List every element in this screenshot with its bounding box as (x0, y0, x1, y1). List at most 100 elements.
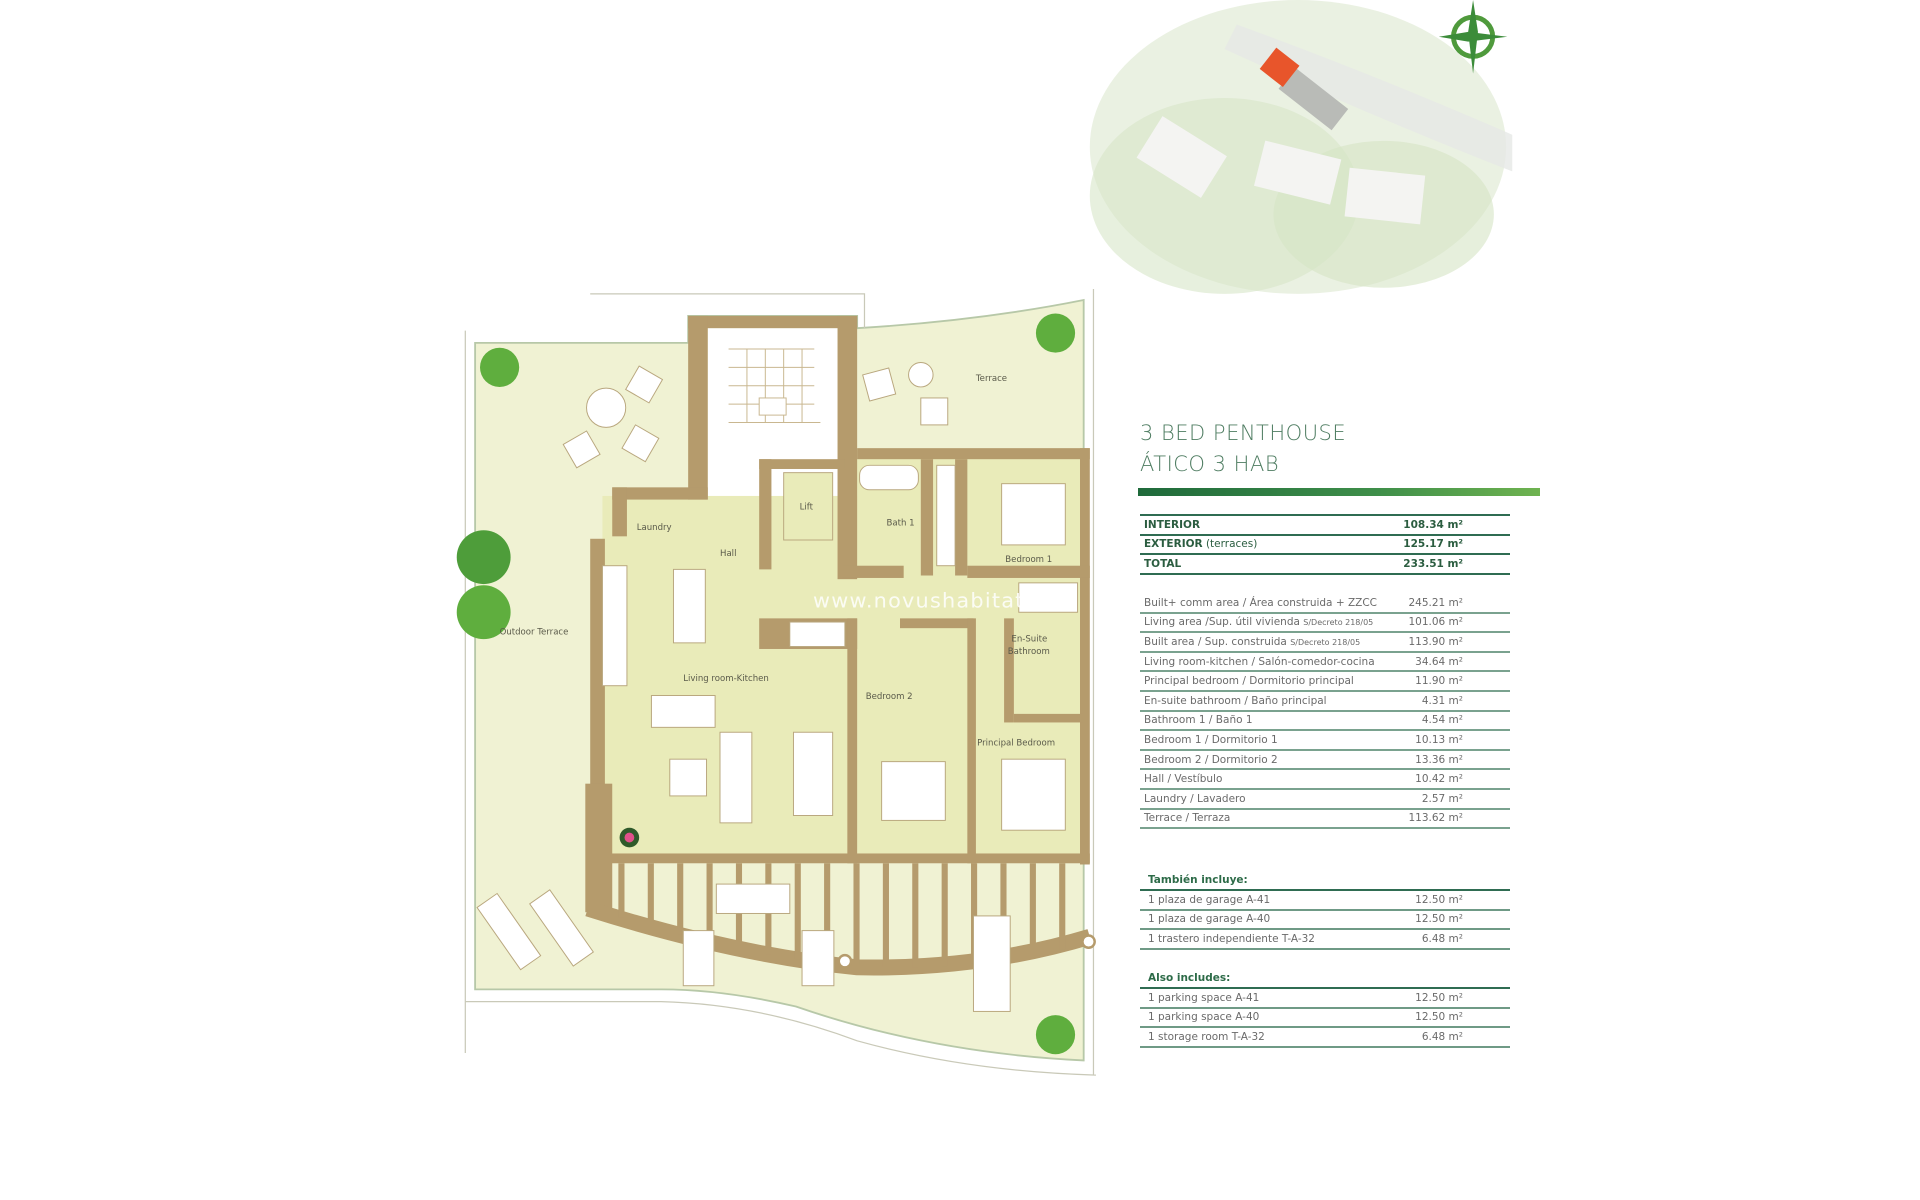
detail-row: Living area /Sup. útil vivienda S/Decret… (1140, 614, 1510, 634)
row-value: 2.57 m² (1421, 792, 1463, 805)
shower (1018, 582, 1079, 613)
pergola-beam (585, 900, 1093, 976)
detail-row: Principal bedroom / Dormitorio principal… (1140, 672, 1510, 692)
room-label: Laundry (637, 523, 672, 533)
row-label: 1 plaza de garage A-41 (1148, 893, 1271, 906)
row-value: 113.90 m² (1408, 635, 1463, 648)
row-value: 12.50 m² (1415, 1011, 1463, 1024)
dining-table (792, 731, 834, 816)
row-value: 4.54 m² (1421, 714, 1463, 727)
row-note: (terraces) (1202, 538, 1258, 551)
terrace-railing (464, 288, 1096, 1076)
pergola-slat (912, 863, 919, 968)
row-value: 6.48 m² (1421, 1030, 1463, 1043)
flower-icon (624, 832, 635, 843)
row-label: Laundry / Lavadero (1144, 792, 1246, 805)
outdoor-chair (801, 930, 835, 987)
kitchen-counter (601, 565, 628, 687)
title-line-es: ÁTICO 3 HAB (1140, 452, 1280, 476)
extra-row: 1 parking space A-41 12.50 m² (1140, 989, 1510, 1009)
section-heading: También incluye: (1140, 872, 1510, 891)
title-line-en: 3 BED PENTHOUSE (1140, 421, 1347, 445)
room-label: Principal Bedroom (977, 739, 1055, 749)
wardrobe (936, 464, 956, 567)
sun-lounger (529, 889, 595, 967)
row-value: 4.31 m² (1421, 694, 1463, 707)
plants (456, 313, 1076, 1055)
row-label: En-suite bathroom / Baño principal (1144, 694, 1327, 707)
outdoor-table (908, 361, 934, 388)
compass-icon (1438, 0, 1508, 74)
column (1081, 934, 1096, 949)
pergola-slat (794, 863, 801, 960)
room-label: Terrace (975, 374, 1007, 384)
pergola-slat (824, 863, 831, 963)
row-label: 1 trastero independiente T-A-32 (1148, 932, 1315, 945)
outdoor-table (972, 915, 1011, 1012)
stairs (728, 348, 821, 423)
detail-row: En-suite bathroom / Baño principal 4.31 m… (1140, 692, 1510, 712)
outdoor-chair (682, 930, 715, 987)
room-label: Lift (800, 502, 814, 512)
watermark: www.novushabitat.es (813, 588, 1058, 612)
pergola-slat (647, 863, 654, 926)
sofa (650, 695, 716, 728)
row-label: Living area /Sup. útil vivienda (1144, 616, 1304, 629)
outdoor-chair (562, 430, 601, 469)
row-label: INTERIOR (1144, 518, 1201, 531)
outdoor-chair (920, 397, 949, 426)
detail-row: Laundry / Lavadero 2.57 m² (1140, 790, 1510, 810)
row-label: Bedroom 2 / Dormitorio 2 (1144, 753, 1278, 766)
site-building (1254, 140, 1342, 205)
row-label: Bathroom 1 / Baño 1 (1144, 714, 1253, 727)
pergola-slat (941, 863, 948, 967)
room-label: Bedroom 1 (1005, 555, 1052, 565)
summary-row: INTERIOR 108.34 m² (1140, 516, 1510, 536)
row-value: 108.34 m² (1403, 518, 1463, 531)
pergola-slat (706, 863, 713, 942)
row-value: 13.36 m² (1415, 753, 1463, 766)
outdoor-table (586, 387, 627, 428)
extra-row: 1 parking space A-40 12.50 m² (1140, 1009, 1510, 1029)
palm-icon (456, 530, 511, 585)
row-value: 245.21 m² (1408, 596, 1463, 609)
extra-row: 1 storage room T-A-32 6.48 m² (1140, 1028, 1510, 1048)
row-value: 10.42 m² (1415, 773, 1463, 786)
row-label: Principal bedroom / Dormitorio principal (1144, 675, 1354, 688)
lift-car (783, 472, 834, 541)
walls (585, 315, 1090, 913)
detail-row: Built area / Sup. construida S/Decreto 2… (1140, 633, 1510, 653)
room-label: Bedroom 2 (866, 692, 913, 702)
row-label: Terrace / Terraza (1144, 812, 1231, 825)
row-label: Living room-kitchen / Salón-comedor-coci… (1144, 655, 1375, 668)
bathtub (859, 464, 919, 491)
row-label: Bedroom 1 / Dormitorio 1 (1144, 733, 1278, 746)
row-value: 113.62 m² (1408, 812, 1463, 825)
armchair (669, 758, 708, 797)
wardrobe (789, 621, 846, 648)
section-heading: Also includes: (1140, 970, 1510, 989)
row-label: 1 parking space A-40 (1148, 1011, 1260, 1024)
bed (881, 761, 946, 821)
row-label: 1 parking space A-41 (1148, 991, 1260, 1004)
row-value: 34.64 m² (1415, 655, 1463, 668)
pergola-slat (853, 863, 860, 966)
site-building (1344, 167, 1426, 225)
furniture (476, 361, 1079, 1012)
site-building (1136, 116, 1227, 198)
accent-bar (1138, 488, 1540, 496)
row-value: 12.50 m² (1415, 893, 1463, 906)
pergola-slat (618, 863, 625, 918)
row-note: S/Decreto 218/05 (1290, 637, 1361, 647)
row-value: 12.50 m² (1415, 991, 1463, 1004)
also-includes-es: También incluye: 1 plaza de garage A-41 12… (1140, 872, 1510, 950)
row-value: 101.06 m² (1408, 616, 1463, 629)
bed (1001, 483, 1066, 546)
row-label: 1 storage room T-A-32 (1148, 1030, 1265, 1043)
outdoor-chair (625, 365, 664, 404)
room-label: Living room-Kitchen (683, 674, 769, 684)
